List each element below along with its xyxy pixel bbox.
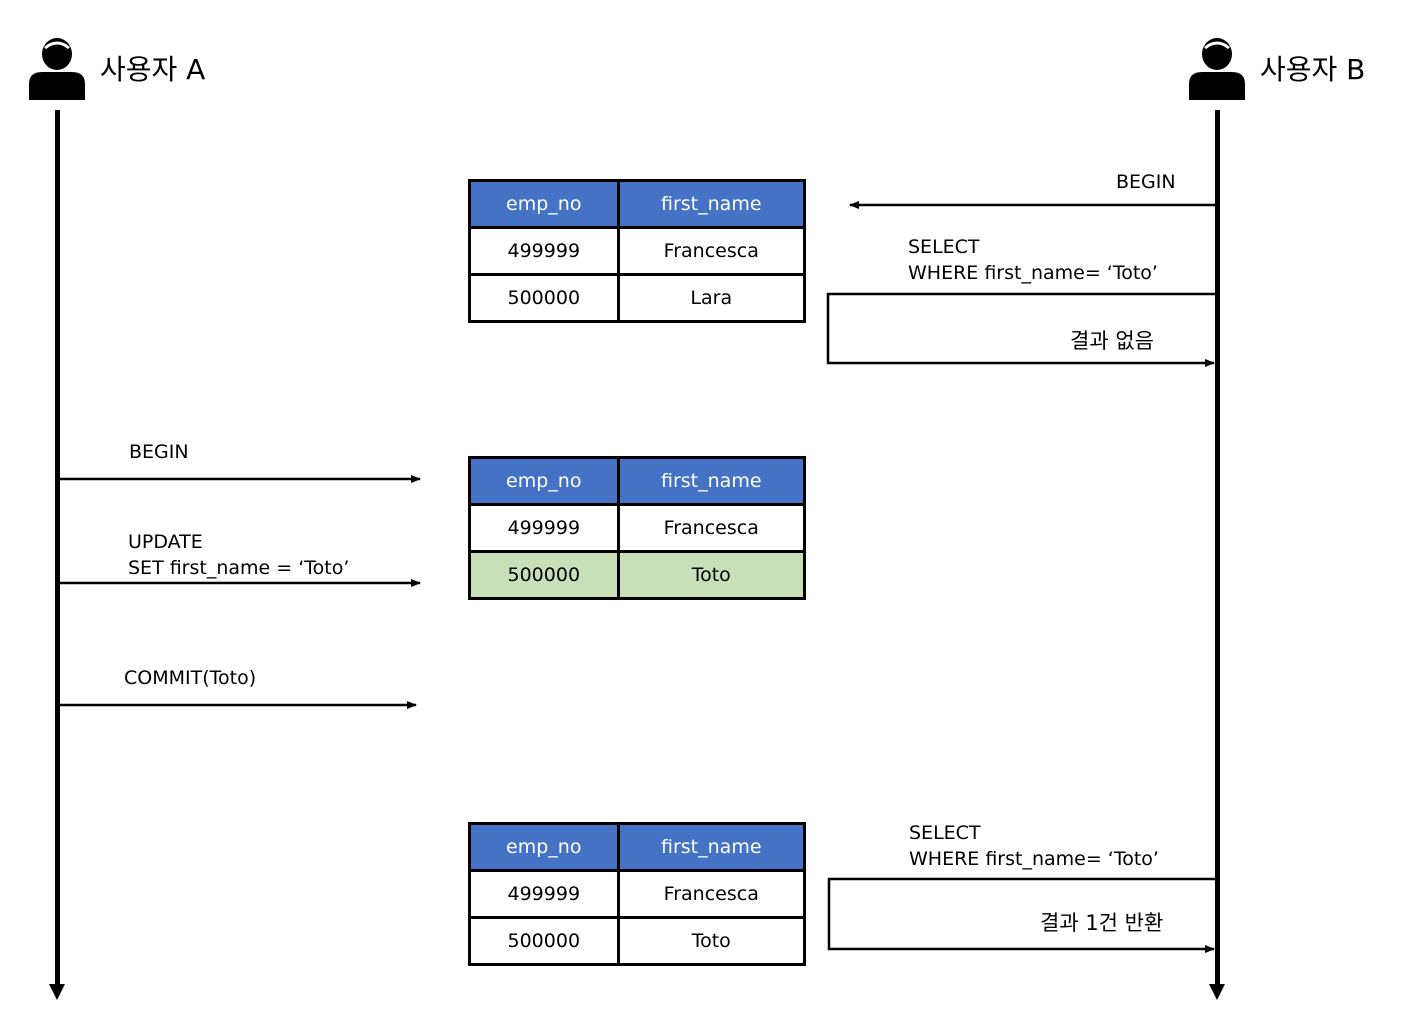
table-row: 499999 Francesca — [468, 869, 807, 919]
user-icon — [1189, 38, 1245, 100]
header-emp-no: emp_no — [468, 822, 620, 872]
employee-table-1: emp_no first_name 499999 Francesca 50000… — [468, 179, 807, 323]
cell-emp-no: 500000 — [468, 916, 620, 966]
actor-a: 사용자 A — [28, 36, 205, 100]
b-select1-line1: SELECT — [908, 236, 980, 258]
a-update-line2: SET first_name = ‘Toto’ — [128, 557, 350, 579]
table-header-row: emp_no first_name — [468, 822, 807, 872]
b-result2-label: 결과 1건 반환 — [1040, 911, 1164, 935]
lifeline-a — [55, 110, 60, 984]
b-select1-line2: WHERE first_name= ‘Toto’ — [908, 262, 1158, 284]
employee-table-2: emp_no first_name 499999 Francesca 50000… — [468, 456, 807, 600]
cell-first-name: Francesca — [616, 869, 807, 919]
b-select2-label: SELECT WHERE first_name= ‘Toto’ — [909, 820, 1159, 872]
b-begin-label: BEGIN — [1116, 171, 1176, 193]
cell-emp-no: 500000 — [468, 273, 620, 323]
b-select1-arrow — [826, 292, 1215, 367]
user-icon — [29, 38, 85, 100]
table-row: 499999 Francesca — [468, 226, 807, 276]
cell-first-name: Lara — [616, 273, 807, 323]
table-row: 500000 Toto — [468, 916, 807, 966]
actor-b: 사용자 B — [1188, 36, 1365, 100]
b-select2-line1: SELECT — [909, 822, 981, 844]
lifeline-b — [1215, 110, 1220, 984]
cell-first-name: Toto — [616, 916, 807, 966]
lifeline-b-arrowhead — [1209, 984, 1225, 1000]
a-commit-label: COMMIT(Toto) — [124, 667, 257, 689]
header-first-name: first_name — [616, 179, 807, 229]
cell-emp-no: 499999 — [468, 226, 620, 276]
table-header-row: emp_no first_name — [468, 179, 807, 229]
header-first-name: first_name — [616, 822, 807, 872]
header-emp-no: emp_no — [468, 456, 620, 506]
b-select2-line2: WHERE first_name= ‘Toto’ — [909, 848, 1159, 870]
table-header-row: emp_no first_name — [468, 456, 807, 506]
cell-emp-no: 500000 — [468, 550, 620, 600]
b-select1-label: SELECT WHERE first_name= ‘Toto’ — [908, 234, 1158, 286]
table-row-highlighted: 500000 Toto — [468, 550, 807, 600]
header-first-name: first_name — [616, 456, 807, 506]
cell-first-name: Francesca — [616, 503, 807, 553]
employee-table-3: emp_no first_name 499999 Francesca 50000… — [468, 822, 807, 966]
b-select2-arrow — [827, 877, 1215, 953]
lifeline-a-arrowhead — [49, 984, 65, 1000]
cell-first-name: Francesca — [616, 226, 807, 276]
actor-b-label: 사용자 B — [1260, 53, 1366, 86]
header-emp-no: emp_no — [468, 179, 620, 229]
table-row: 499999 Francesca — [468, 503, 807, 553]
cell-emp-no: 499999 — [468, 869, 620, 919]
cell-first-name: Toto — [616, 550, 807, 600]
a-begin-label: BEGIN — [129, 441, 189, 463]
a-update-line1: UPDATE — [128, 531, 203, 553]
b-result1-label: 결과 없음 — [1070, 329, 1154, 353]
cell-emp-no: 499999 — [468, 503, 620, 553]
table-row: 500000 Lara — [468, 273, 807, 323]
a-update-label: UPDATE SET first_name = ‘Toto’ — [128, 529, 349, 581]
actor-a-label: 사용자 A — [100, 53, 206, 86]
